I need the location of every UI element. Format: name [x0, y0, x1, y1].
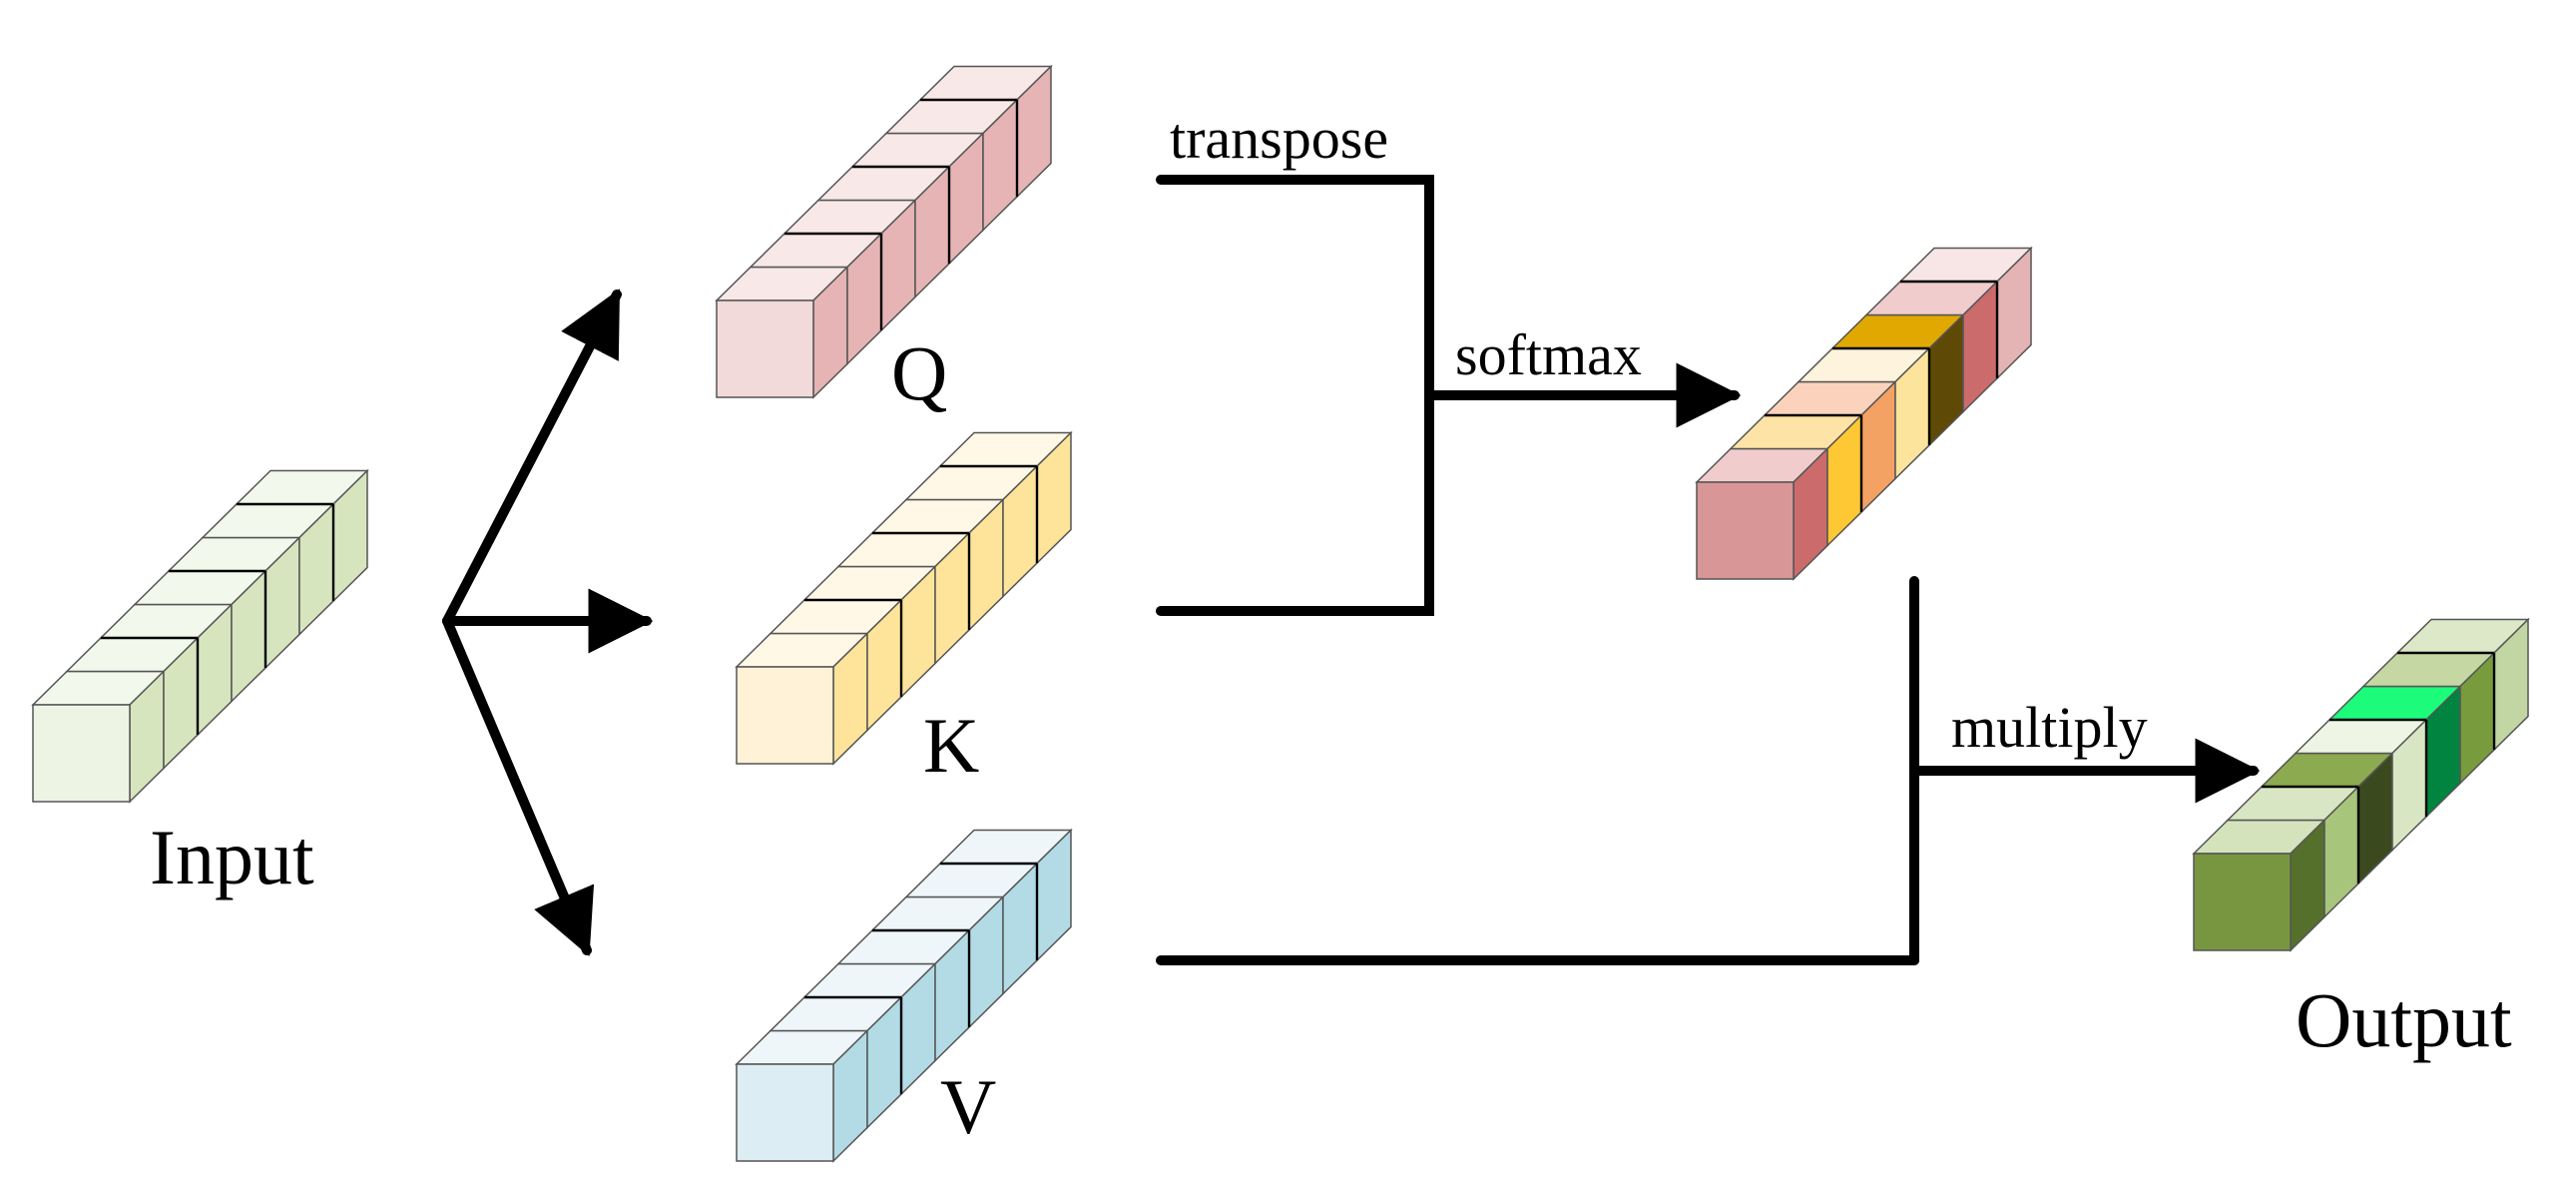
query-tensor	[715, 64, 1053, 399]
block-front-face	[1696, 481, 1795, 580]
block-front-face	[2193, 853, 2292, 951]
output-tensor	[2192, 617, 2530, 952]
block-front-face	[736, 1063, 834, 1162]
arrow-input-to-v	[442, 616, 595, 956]
block-front-face	[716, 299, 814, 398]
k-label: K	[923, 702, 979, 789]
value-tensor	[735, 828, 1073, 1163]
softmax-label: softmax	[1455, 322, 1642, 387]
multiply-label: multiply	[1951, 695, 2148, 760]
q-label: Q	[891, 329, 947, 416]
transpose-label: transpose	[1170, 106, 1388, 171]
key-tensor	[735, 430, 1073, 766]
block-front-face	[736, 666, 834, 765]
qk-merge-bracket	[1156, 175, 1434, 616]
attention-tensor	[1695, 246, 2033, 581]
v-label: V	[940, 1063, 996, 1150]
input-label: Input	[150, 814, 314, 900]
input-tensor	[31, 468, 369, 804]
output-label: Output	[2296, 976, 2512, 1063]
block-front-face	[32, 704, 131, 803]
arrow-input-to-q	[442, 289, 622, 626]
